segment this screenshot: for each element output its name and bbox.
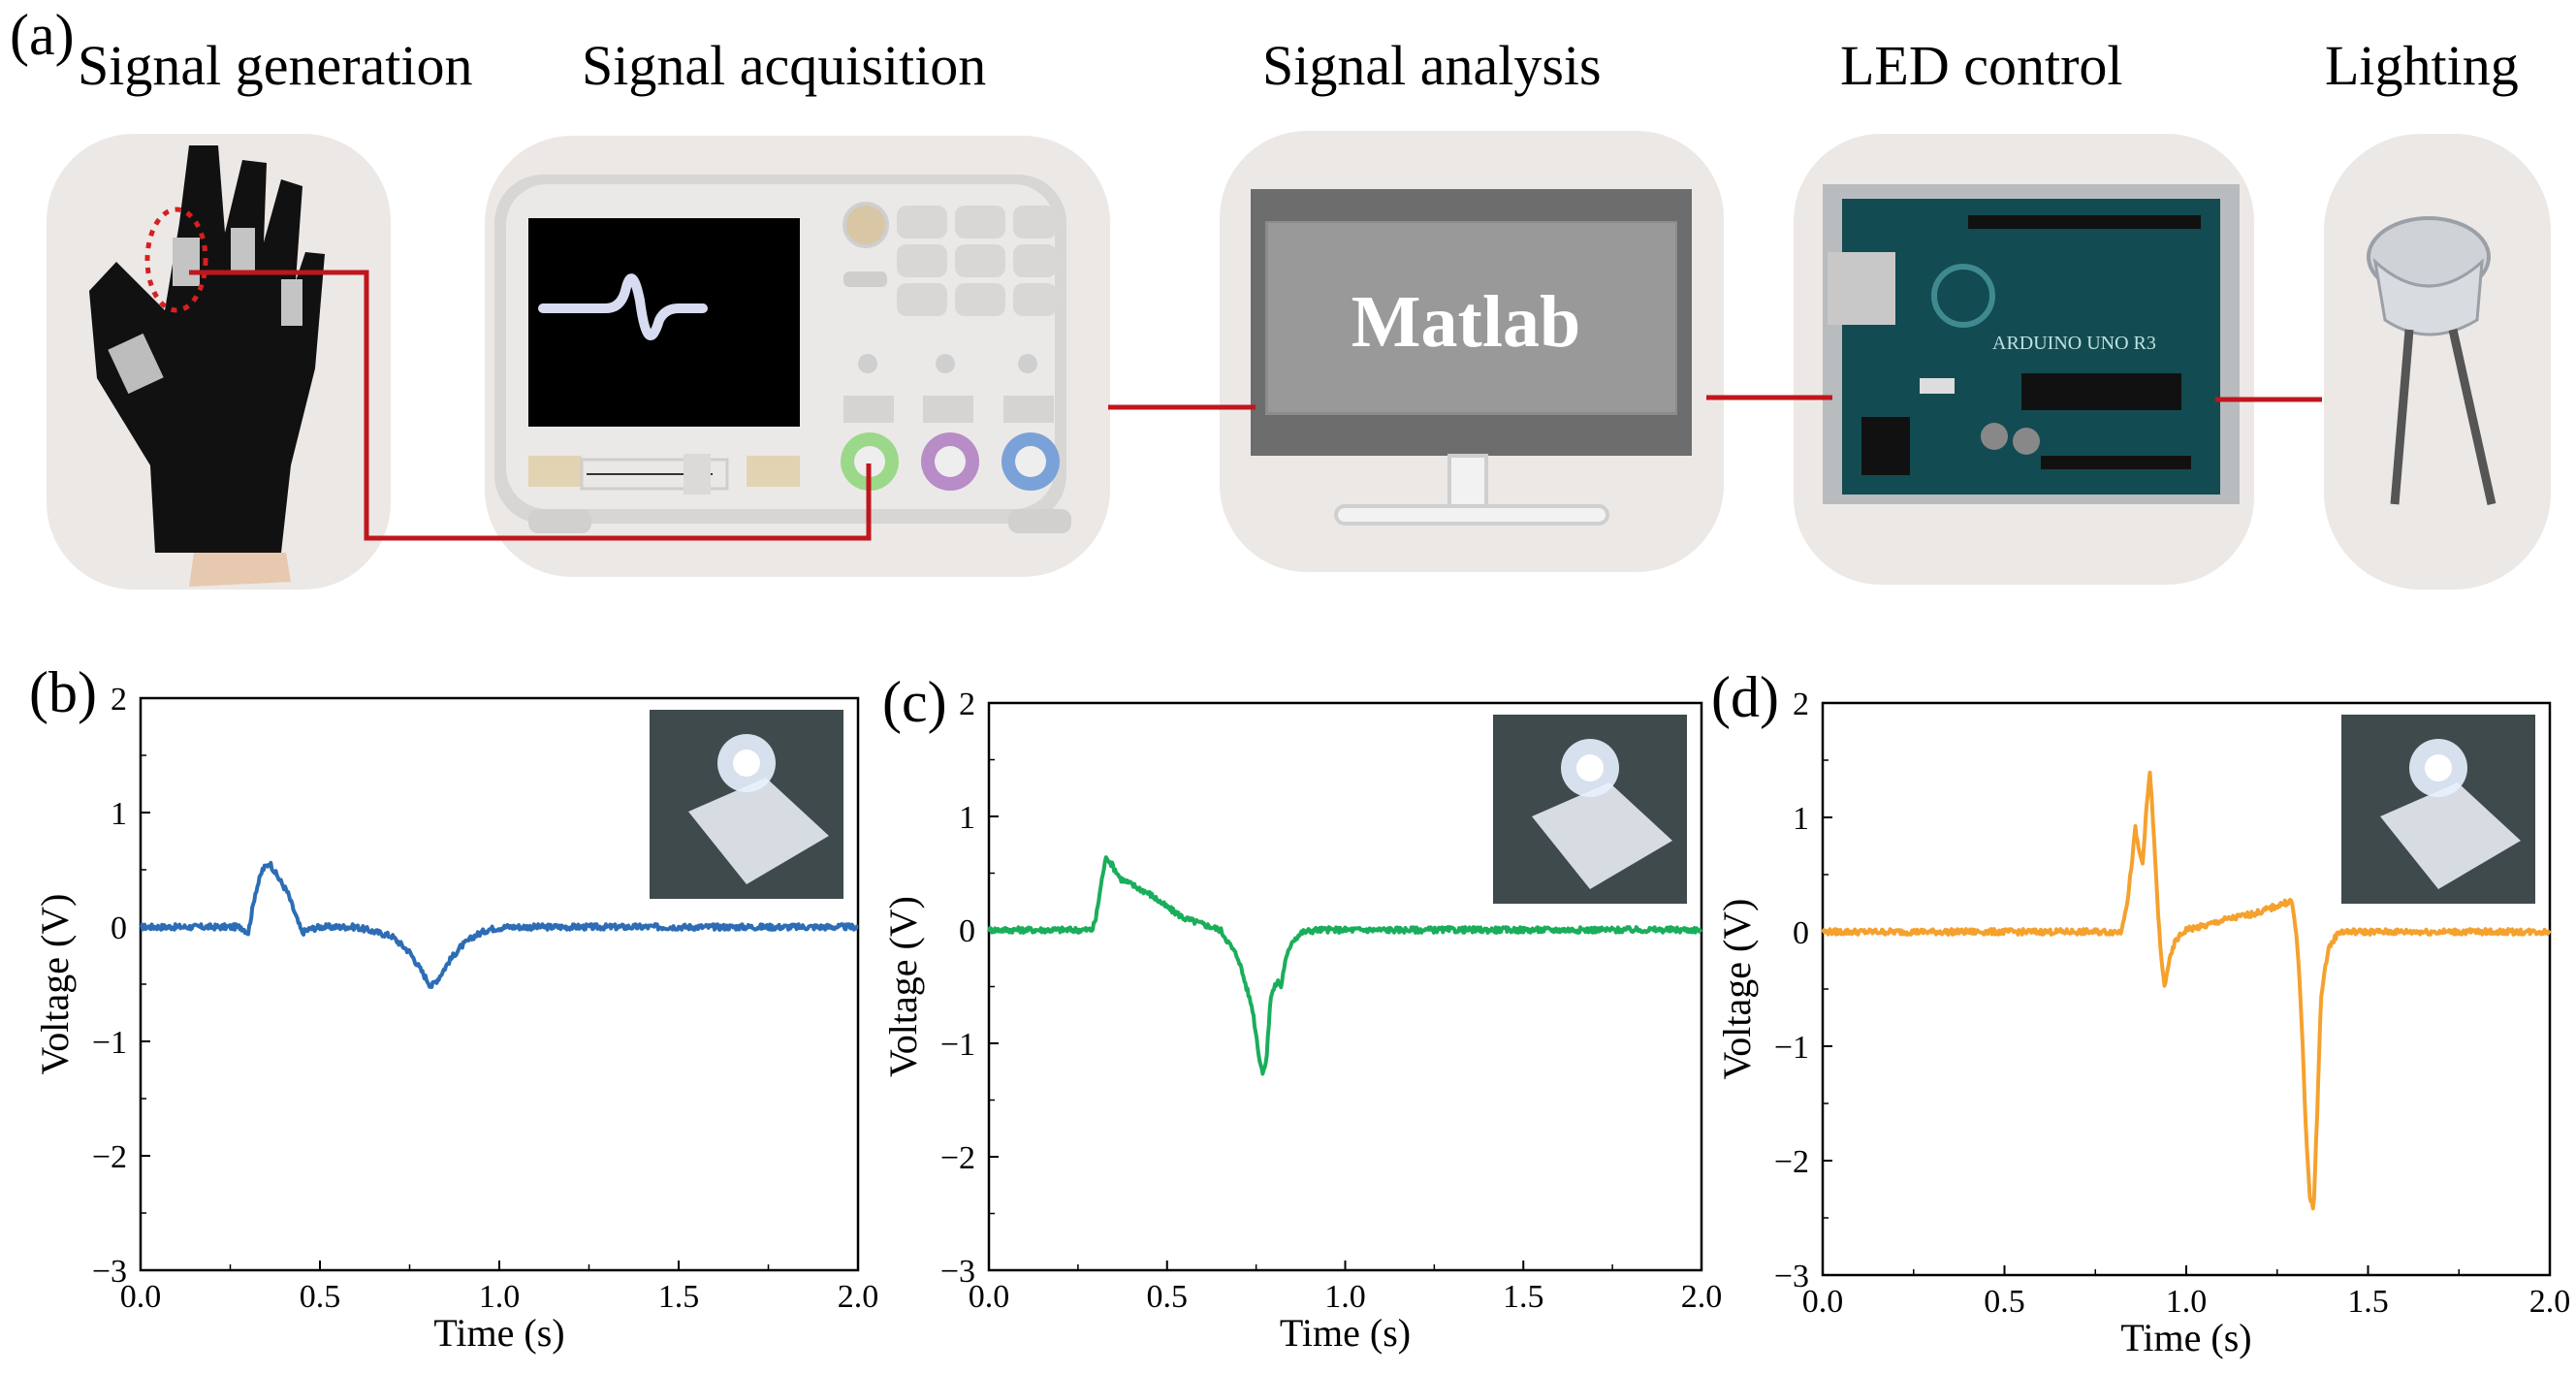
stage-title-led-control: LED control: [1840, 34, 2123, 97]
led-core: [733, 750, 760, 777]
voltage-series-line: [987, 855, 1703, 1076]
stage-title-lighting: Lighting: [2325, 34, 2519, 97]
stage-title-generation: Signal generation: [78, 34, 473, 97]
panel-d-label: (d): [1711, 665, 1779, 729]
y-tick-label: 1: [111, 796, 127, 832]
breadboard: [1532, 782, 1672, 889]
voltage-series-line: [140, 860, 859, 989]
x-tick-label: 1.0: [479, 1279, 521, 1315]
monitor-icon: [1251, 189, 1692, 526]
y-axis-label: Voltage (V): [881, 896, 925, 1077]
stage-title-analysis: Signal analysis: [1262, 34, 1602, 97]
x-tick-label: 1.5: [2347, 1284, 2389, 1320]
x-tick-label: 0.5: [300, 1279, 341, 1315]
x-tick-label: 1.0: [1324, 1279, 1366, 1315]
led-core: [1576, 754, 1604, 782]
y-tick-label: 1: [1793, 801, 1809, 837]
y-tick-label: 2: [111, 682, 127, 718]
signal-wires: [189, 270, 2322, 541]
x-tick-label: 0.0: [1802, 1284, 1844, 1320]
led-photo-icon: [2341, 715, 2535, 904]
y-tick-label: −2: [1774, 1144, 1809, 1180]
breadboard: [688, 778, 829, 884]
x-tick-label: 0.5: [1147, 1279, 1189, 1315]
y-tick-label: −3: [92, 1254, 127, 1290]
y-tick-label: −3: [940, 1254, 975, 1290]
panel-a-label: (a): [10, 3, 75, 67]
y-axis-label: Voltage (V): [33, 894, 77, 1075]
y-tick-label: 0: [111, 910, 127, 946]
y-tick-label: −1: [1774, 1030, 1809, 1066]
y-tick-label: 2: [959, 686, 975, 722]
x-tick-label: 1.5: [658, 1279, 700, 1315]
x-tick-label: 1.0: [2166, 1284, 2208, 1320]
y-tick-label: −1: [940, 1027, 975, 1063]
led-core: [2425, 754, 2452, 782]
y-tick-label: 1: [959, 800, 975, 836]
x-tick-label: 0.0: [120, 1279, 162, 1315]
x-tick-label: 0.0: [969, 1279, 1010, 1315]
led-photo-icon: [650, 710, 843, 899]
y-tick-label: 2: [1793, 686, 1809, 722]
x-tick-label: 1.5: [1503, 1279, 1544, 1315]
y-tick-label: 0: [959, 913, 975, 949]
x-axis-label: Time (s): [2120, 1316, 2251, 1359]
x-tick-label: 2.0: [1681, 1279, 1723, 1315]
pipeline-diagram: Matlab ARDUINO UNO R3: [47, 131, 2551, 590]
panel-c-label: (c): [882, 670, 947, 734]
x-tick-label: 0.5: [1984, 1284, 2025, 1320]
y-tick-label: −2: [940, 1140, 975, 1176]
arduino-board-icon: [1823, 184, 2240, 504]
y-tick-label: −3: [1774, 1259, 1809, 1294]
board-label: ARDUINO UNO R3: [1992, 333, 2156, 354]
glove-icon: [89, 145, 325, 587]
y-axis-label: Voltage (V): [1715, 899, 1759, 1080]
led-bulb-icon: [2367, 216, 2496, 505]
y-tick-label: −2: [92, 1139, 127, 1175]
y-tick-label: 0: [1793, 915, 1809, 951]
stage-title-acquisition: Signal acquisition: [582, 34, 987, 97]
breadboard: [2380, 782, 2521, 889]
voltage-series-line: [1821, 770, 2552, 1211]
oscilloscope-icon: [494, 175, 1071, 533]
x-tick-label: 2.0: [2529, 1284, 2571, 1320]
y-tick-label: −1: [92, 1025, 127, 1061]
card-lighting: [2324, 134, 2551, 590]
x-axis-label: Time (s): [433, 1311, 564, 1355]
monitor-text: Matlab: [1352, 281, 1580, 363]
x-tick-label: 2.0: [838, 1279, 879, 1315]
led-photo-icon: [1493, 715, 1687, 904]
x-axis-label: Time (s): [1280, 1311, 1411, 1355]
panel-b-label: (b): [29, 660, 97, 724]
